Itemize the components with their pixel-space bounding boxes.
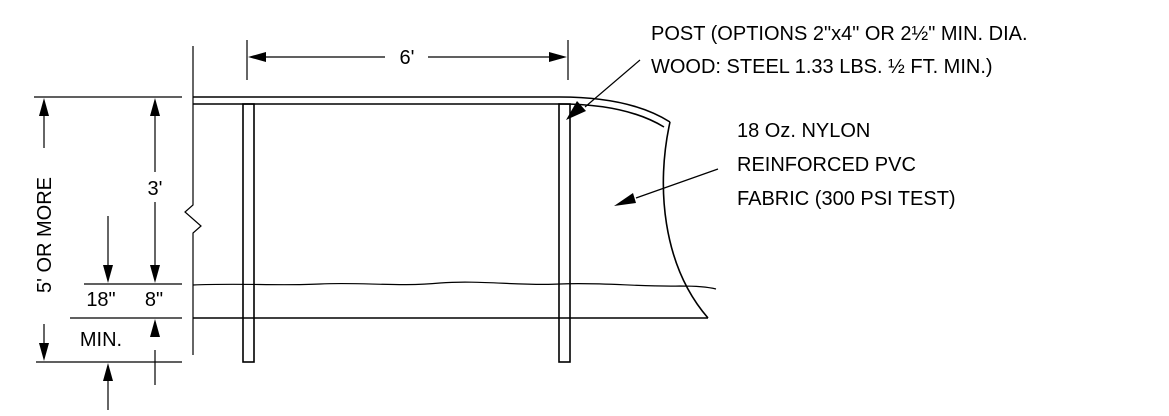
fabric-leader-line [635,168,719,199]
fabric-callout-line1: 18 Oz. NYLON [737,120,870,142]
arrowhead-up [150,319,160,337]
fabric-right-edge [662,121,709,319]
fabric-callout-line2: REINFORCED PVC [737,154,916,176]
arrowhead-up [150,98,160,116]
arrowhead-up [103,363,113,381]
upper-fabric-dimension: 3' [148,98,163,283]
right-post [558,103,571,363]
embed-note-label: MIN. [80,329,122,351]
bottom-gap-label: 8" [145,289,163,311]
arrowhead-up [39,98,49,116]
upper-fabric-label: 3' [148,178,163,200]
post-leader-arrowhead [566,101,586,120]
fabric-leader-arrowhead [614,193,636,206]
embed-value-label: 18" [86,289,115,311]
post-callout: POST (OPTIONS 2"x4" OR 2½" MIN. DIA. WOO… [566,23,1028,120]
post-callout-line1: POST (OPTIONS 2"x4" OR 2½" MIN. DIA. [651,23,1028,45]
total-height-dimension: 5' OR MORE [34,96,182,361]
fence-structure [184,46,717,363]
fabric-callout-line3: FABRIC (300 PSI TEST) [737,188,956,210]
arrowhead-down [150,265,160,283]
arrowhead-down [39,343,49,361]
fabric-callout: 18 Oz. NYLON REINFORCED PVC FABRIC (300 … [614,120,956,210]
arrowhead-left [248,52,266,62]
top-rail-upper [193,96,671,123]
total-height-label: 5' OR MORE [34,177,56,293]
post-spacing-label: 6' [400,47,415,69]
left-post [242,103,255,363]
post-spacing-dimension: 6' [246,40,569,80]
arrowhead-right [549,52,567,62]
embed-dimension: 8" 18" MIN. [36,216,182,410]
arrowhead-down [103,265,113,283]
ground-line [192,281,717,290]
post-leader-line [584,59,641,108]
post-callout-line2: WOOD: STEEL 1.33 LBS. ½ FT. MIN.) [651,56,993,78]
top-rail-lower [193,103,665,128]
left-break-line [184,46,202,355]
